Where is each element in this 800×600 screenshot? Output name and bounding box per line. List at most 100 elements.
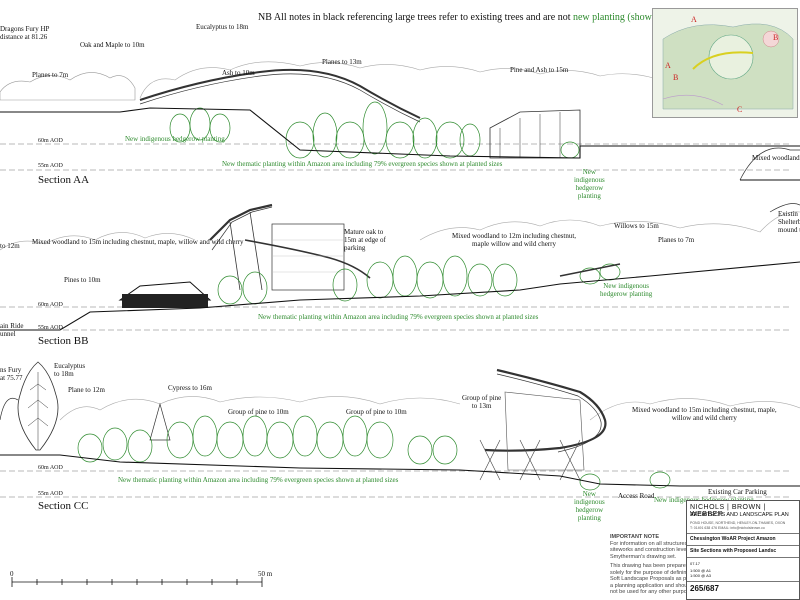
important-note-title: IMPORTANT NOTE (610, 534, 660, 540)
cc-canopy-outline (59, 396, 461, 421)
aa-label-pine-ash: Pine and Ash to 15m (510, 66, 569, 74)
aa-new-ind-line1: New (582, 168, 596, 176)
bb-shelter-line2: Shelterb (778, 218, 800, 226)
aa-label-ash: Ash to 10m (222, 69, 255, 77)
bb-label-to12: to 12m (0, 242, 20, 250)
bb-ground-line (0, 261, 800, 331)
cc-label-pine10b: Group of pine to 10m (346, 408, 407, 416)
cc-hedge-a-line4: planting (577, 514, 601, 522)
aa-label-planes: Planes to 7m (32, 71, 69, 79)
key-marker-a2: A (665, 61, 671, 70)
bb-label-thematic: New thematic planting within Amazon area… (258, 313, 539, 321)
aa-green-planting (169, 101, 580, 159)
cc-label-thematic: New thematic planting within Amazon area… (118, 476, 399, 484)
section-aa-title: Section AA (38, 174, 90, 186)
bb-aod-60: 60m AOD (38, 302, 63, 308)
bb-label-mixed: Mixed woodland to 15m including chestnut… (32, 238, 244, 246)
bb-label-shelterbelt: Existin Shelterb mound to (778, 210, 800, 234)
aa-label-hedgerow: New indigenous hedgerow planting (125, 135, 225, 143)
cc-label-pine13: Group of pine to 13m (462, 394, 501, 410)
key-marker-b2: B (673, 73, 679, 82)
cc-aod-55: 55m AOD (38, 491, 63, 497)
cc-label-hedge-a: New indigenous hedgerow planting (574, 490, 605, 522)
bb-label-willows: Willows to 15m (614, 222, 659, 230)
aa-aod-55: 55m AOD (38, 163, 63, 169)
title-block-address2: T: 01491 638 476 EMAIL: info@nicholsbrow… (690, 526, 765, 530)
aa-label-eucalyptus: Eucalyptus to 18m (196, 23, 249, 31)
bb-shelter-line3: mound to (778, 226, 800, 234)
cc-green-planting (77, 415, 671, 491)
cc-label-parking: Existing Car Parking (708, 488, 767, 496)
key-plan-map (662, 23, 794, 110)
title-block-address1: POND HOUSE, NORTHEND, HENLEY-ON-THAMES, … (690, 521, 786, 525)
important-note: IMPORTANT NOTE For information on all st… (610, 534, 701, 596)
cc-coaster-track (484, 368, 607, 452)
important-note-line4: This drawing has been prepared (610, 563, 689, 569)
title-block-scale1: 1:500 @ A1 (690, 568, 711, 573)
bb-label-pines10: Pines to 10m (64, 276, 101, 284)
cc-mixed-line1: Mixed woodland to 15m including chestnut… (632, 406, 777, 414)
cc-ground-line (0, 454, 800, 487)
important-note-line8: not be used for any other purpose. (610, 589, 695, 595)
cc-aod-60: 60m AOD (38, 465, 63, 471)
bb-hedgerow-line1: New indigenous (603, 282, 649, 290)
aa-coaster-track (139, 68, 421, 119)
bb-hedgerow-line2: hedgerow planting (600, 290, 653, 298)
cc-label-fury: ns Fury at 75.77 (0, 366, 23, 382)
bb-mixed12-line2: maple willow and wild cherry (472, 240, 557, 248)
cc-label-mixed: Mixed woodland to 15m including chestnut… (632, 406, 777, 422)
aa-new-ind-line3: hedgerow (575, 184, 604, 192)
cc-fury-line2: at 75.77 (0, 374, 23, 382)
bb-coaster-tower (209, 203, 273, 241)
section-bb-graphics (0, 203, 800, 331)
cc-label-pine10a: Group of pine to 10m (228, 408, 289, 416)
title-block-scale2: 1:500 @ A3 (690, 573, 711, 578)
title-block-project: Chessington WoAR Project Amazon (690, 536, 776, 542)
cc-eucalyptus-line1: Eucalyptus (54, 362, 86, 370)
aa-label-oak-maple: Oak and Maple to 10m (80, 41, 145, 49)
header-note-black: NB All notes in black referencing large … (258, 12, 571, 23)
bb-background-trees (0, 232, 196, 251)
bb-mixed12-line1: Mixed woodland to 12m including chestnut… (452, 232, 577, 240)
cc-building (504, 391, 585, 471)
title-block-drawing: Site Sections with Proposed Landsc (690, 548, 777, 554)
key-marker-b1: B (773, 33, 779, 42)
important-note-line2: siteworks and construction levels see (610, 547, 701, 553)
key-marker-a1: A (691, 15, 697, 24)
bb-building-block (271, 223, 345, 291)
aa-label-planes-13: Planes to 13m (322, 58, 362, 66)
header-note: NB All notes in black referencing large … (258, 12, 695, 23)
cc-eucalyptus-line2: to 18m (54, 370, 74, 378)
cc-mixed-line2: willow and wild cherry (671, 414, 737, 422)
aa-label-distance: distance at 81.26 (0, 33, 48, 41)
section-bb-title: Section BB (38, 335, 89, 347)
bb-label-mixed12: Mixed woodland to 12m including chestnut… (452, 232, 576, 248)
header-note-green: new planting (shown in green) (572, 12, 696, 23)
aa-label-new-indigenous: New indigenous hedgerow planting (574, 168, 605, 200)
section-cc-graphics (0, 361, 800, 498)
scale-bar-start: 0 (10, 570, 14, 578)
important-note-line1: For information on all structures, (610, 540, 689, 547)
key-plan: A A B B C C (652, 8, 798, 118)
bb-label-mature-oak: Mature oak to 15m at edge of parking (344, 228, 386, 252)
bb-oak-line1: Mature oak to (344, 228, 384, 236)
scale-bar-end: 50 m (258, 570, 273, 578)
title-block-number: 265/687 (690, 584, 719, 593)
title-block: NICHOLS | BROWN | WEBBER ARCHITECTS AND … (686, 500, 800, 600)
aa-aod-60: 60m AOD (38, 138, 63, 144)
section-cc-title: Section CC (38, 500, 89, 512)
cc-large-tree (17, 361, 59, 451)
aa-ground-line (0, 107, 800, 159)
bb-label-ride: ain Ride unnel (0, 322, 24, 338)
important-note-line5: solely for the purpose of defining (610, 569, 690, 576)
section-aa-graphics (0, 61, 800, 181)
bb-ride-line1: ain Ride (0, 322, 24, 330)
aa-background-trees (0, 72, 136, 101)
aa-label-mixed: Mixed woodland to (752, 154, 800, 162)
cc-label-plane12: Plane to 12m (68, 386, 105, 394)
title-block-date: 07.17 (690, 561, 701, 566)
bb-label-hedgerow: New indigenous hedgerow planting (600, 282, 652, 298)
bb-label-planes7: Planes to 7m (658, 236, 695, 244)
important-note-line3: Smytherman's drawing set. (610, 553, 677, 560)
